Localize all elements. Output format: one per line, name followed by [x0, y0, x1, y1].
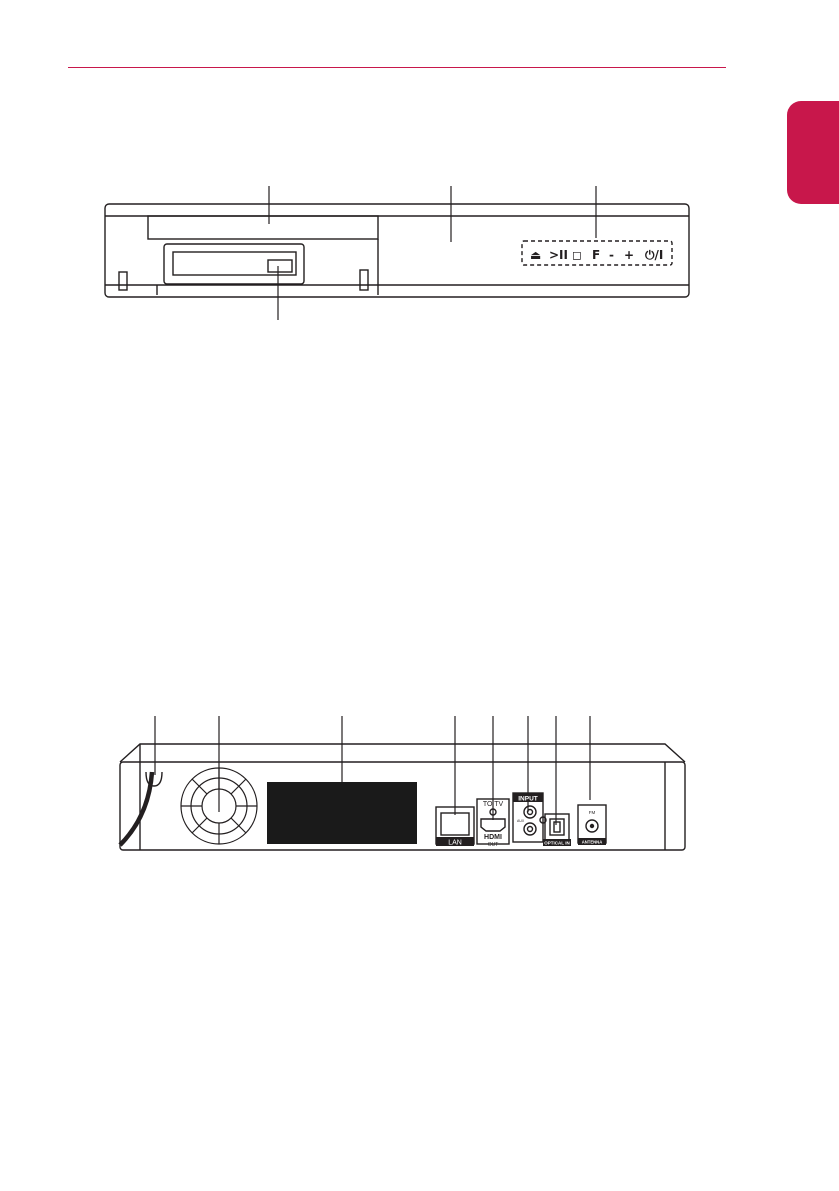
rating-label-plate	[267, 782, 417, 844]
optical-port	[549, 818, 565, 836]
section-side-tab	[787, 101, 839, 204]
right-foot	[359, 269, 369, 291]
hdmi-out-label: OUT	[488, 842, 499, 848]
optical-port-inner	[553, 821, 561, 833]
display-window-inner	[172, 251, 297, 276]
power-cord-clip	[145, 771, 163, 787]
antenna-label-bg	[578, 838, 606, 845]
front-buttons: ⏏ >II ◻ F - + ⏻/I	[530, 248, 663, 262]
antenna-jack-pin	[589, 823, 595, 829]
input-header-bg	[513, 793, 543, 802]
function-icon[interactable]: F	[592, 248, 600, 262]
left-foot	[118, 271, 128, 291]
page-header-rule	[68, 67, 726, 68]
power-icon[interactable]: ⏻/I	[645, 248, 663, 262]
hdmi-screw	[489, 808, 497, 816]
front-panel	[104, 186, 690, 320]
remote-sensor	[267, 259, 293, 273]
aux-jack-r	[523, 822, 537, 836]
rear-top-edge	[119, 743, 686, 763]
button-panel	[521, 240, 673, 266]
hdmi-port	[480, 818, 506, 832]
antenna-jack	[585, 819, 599, 833]
rear-body	[119, 761, 686, 851]
lan-label-bg	[436, 837, 474, 846]
play-pause-icon[interactable]: >II	[549, 248, 568, 262]
aux-jack-l	[523, 805, 537, 819]
optical-in-label: OPTICAL IN	[544, 841, 569, 846]
lan-label: LAN	[448, 840, 462, 847]
volume-minus-icon[interactable]: -	[609, 248, 614, 262]
input-label: INPUT	[518, 796, 538, 803]
stop-icon[interactable]: ◻	[572, 248, 582, 262]
aux-label: AUX	[517, 819, 525, 823]
front-body	[104, 203, 690, 298]
optical-label-bg	[543, 839, 571, 846]
to-tv-label: TO TV	[483, 801, 504, 808]
eject-icon[interactable]: ⏏	[530, 248, 541, 262]
cooling-fan	[180, 767, 258, 845]
rear-labels: LAN TO TV HDMI OUT INPUT AUX OPTICAL IN …	[436, 796, 606, 848]
aux-jack-l-inner	[526, 808, 534, 816]
lan-port	[440, 812, 470, 836]
display-window-outer	[163, 243, 305, 285]
antenna-label: ANTENNA	[582, 840, 602, 845]
disc-tray	[147, 215, 379, 240]
hdmi-port-frame	[476, 798, 510, 845]
fm-label: FM	[589, 810, 596, 815]
aux-jack-r-inner	[526, 825, 534, 833]
power-cord	[118, 771, 155, 847]
hdmi-label: HDMI	[484, 834, 502, 841]
volume-plus-icon[interactable]: +	[624, 248, 634, 262]
optical-indicator	[539, 816, 547, 824]
